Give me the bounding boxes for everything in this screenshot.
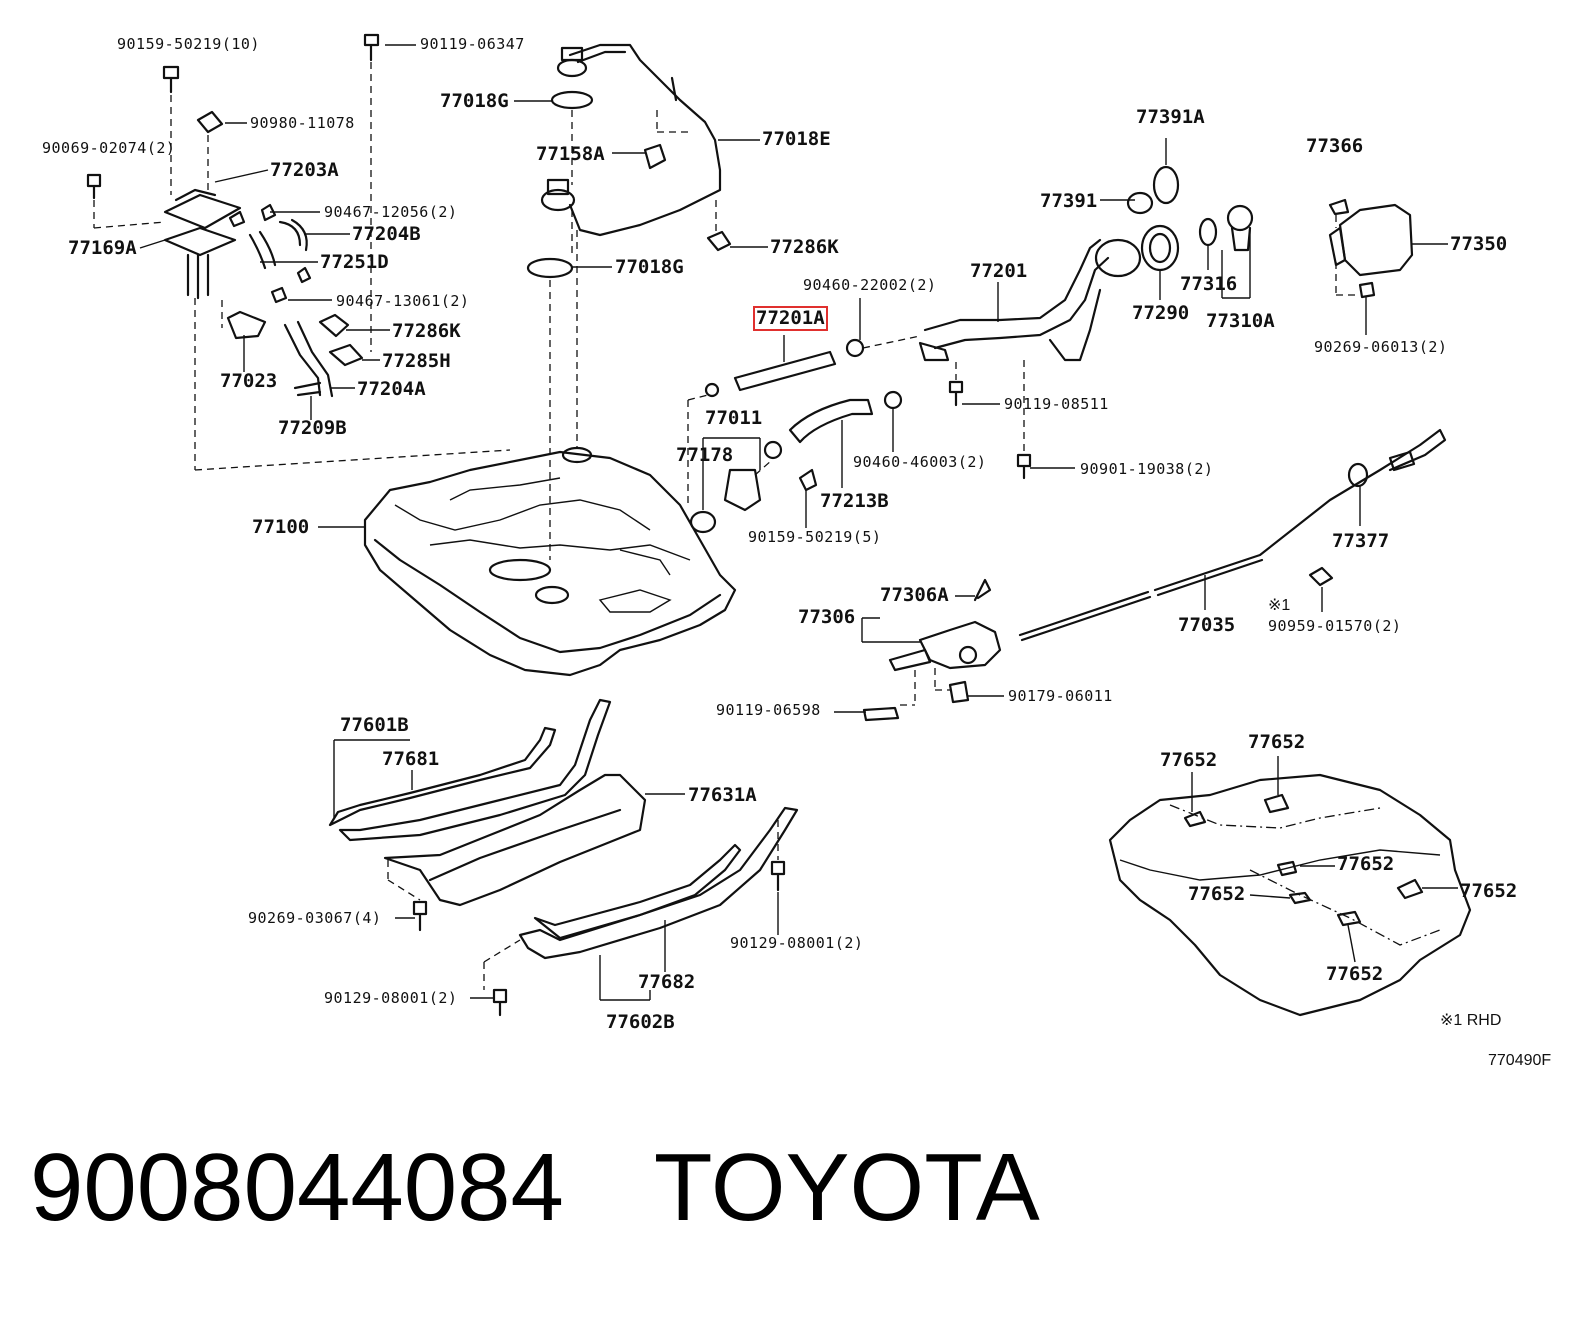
fuel-tank-main <box>363 446 737 677</box>
label-90460-22002: 90460-22002(2) <box>803 276 937 294</box>
label-77682: 77682 <box>638 971 696 993</box>
fuel-tank-rhd-view <box>1108 773 1472 1017</box>
label-90467-12056: 90467-12056(2) <box>324 203 458 221</box>
label-77018E: 77018E <box>762 128 831 150</box>
filler-neck-assembly <box>918 165 1254 362</box>
alignment-lines <box>93 62 1360 990</box>
label-77178: 77178 <box>676 444 734 466</box>
label-figure-code: 770490F <box>1488 1052 1552 1069</box>
label-90269-06013: 90269-06013(2) <box>1314 338 1448 356</box>
label-77652-f: 77652 <box>1326 963 1384 985</box>
label-77681: 77681 <box>382 748 440 770</box>
label-77203A: 77203A <box>270 159 339 181</box>
fuel-pump-assembly <box>163 188 364 398</box>
label-77310A: 77310A <box>1206 310 1275 332</box>
label-77035: 77035 <box>1178 614 1236 636</box>
label-77377: 77377 <box>1332 530 1390 552</box>
label-77201A-highlighted: 77201A <box>753 306 828 331</box>
label-90129-08001-right: 90129-08001(2) <box>730 934 864 952</box>
fuel-lid-opener <box>862 428 1447 722</box>
label-rhd-note: ※1 RHD <box>1440 1012 1502 1029</box>
label-77631A: 77631A <box>688 784 757 806</box>
label-77391: 77391 <box>1040 190 1098 212</box>
label-90119-06347: 90119-06347 <box>420 35 525 53</box>
label-90069-02074: 90069-02074(2) <box>42 139 176 157</box>
label-77601B: 77601B <box>340 714 409 736</box>
label-77316: 77316 <box>1180 273 1238 295</box>
label-90129-08001-left: 90129-08001(2) <box>324 989 458 1007</box>
bolts-and-clips <box>86 33 1376 1017</box>
label-77652-b: 77652 <box>1248 731 1306 753</box>
label-90119-06598: 90119-06598 <box>716 701 821 719</box>
label-77018G-top: 77018G <box>440 90 509 112</box>
label-77391A: 77391A <box>1136 106 1205 128</box>
label-77169A: 77169A <box>68 237 137 259</box>
vent-pipe-assembly <box>526 43 732 279</box>
label-77290: 77290 <box>1132 302 1190 324</box>
label-77306A: 77306A <box>880 584 949 606</box>
label-77652-c: 77652 <box>1337 853 1395 875</box>
label-77213B: 77213B <box>820 490 889 512</box>
label-77652-a: 77652 <box>1160 749 1218 771</box>
label-90959-01570: 90959-01570(2) <box>1268 617 1402 635</box>
label-77204A: 77204A <box>357 378 426 400</box>
label-77209B: 77209B <box>278 417 347 439</box>
label-90980-11078: 90980-11078 <box>250 114 355 132</box>
label-77286K-top: 77286K <box>770 236 839 258</box>
leader-lines <box>139 44 1458 1001</box>
label-77652-d: 77652 <box>1188 883 1246 905</box>
label-77366: 77366 <box>1306 135 1364 157</box>
label-90119-08511: 90119-08511 <box>1004 395 1109 413</box>
label-90460-46003: 90460-46003(2) <box>853 453 987 471</box>
label-77158A: 77158A <box>536 143 605 165</box>
fuel-lid <box>1328 198 1414 277</box>
brand-name: TOYOTA <box>653 1134 1040 1241</box>
label-90467-13061: 90467-13061(2) <box>336 292 470 310</box>
label-90159-50219-10: 90159-50219(10) <box>117 35 260 53</box>
label-90159-50219-5: 90159-50219(5) <box>748 528 882 546</box>
label-77100: 77100 <box>252 516 310 538</box>
label-77286K-left: 77286K <box>392 320 461 342</box>
fuel-hoses <box>689 338 903 534</box>
label-77023: 77023 <box>220 370 278 392</box>
label-90901-19038: 90901-19038(2) <box>1080 460 1214 478</box>
tank-bands <box>328 698 799 960</box>
label-77285H: 77285H <box>382 350 451 372</box>
label-77306: 77306 <box>798 606 856 628</box>
label-90179-06011: 90179-06011 <box>1008 687 1113 705</box>
label-note1-mark: ※1 <box>1268 597 1291 614</box>
label-77652-e: 77652 <box>1460 880 1518 902</box>
label-77201: 77201 <box>970 260 1028 282</box>
label-77251D: 77251D <box>320 251 389 273</box>
label-77350: 77350 <box>1450 233 1508 255</box>
label-90269-03067: 90269-03067(4) <box>248 909 382 927</box>
part-number: 9008044084 <box>30 1134 564 1241</box>
label-77018G-mid: 77018G <box>615 256 684 278</box>
label-77602B: 77602B <box>606 1011 675 1033</box>
label-77204B: 77204B <box>352 223 421 245</box>
label-77011: 77011 <box>705 407 763 429</box>
